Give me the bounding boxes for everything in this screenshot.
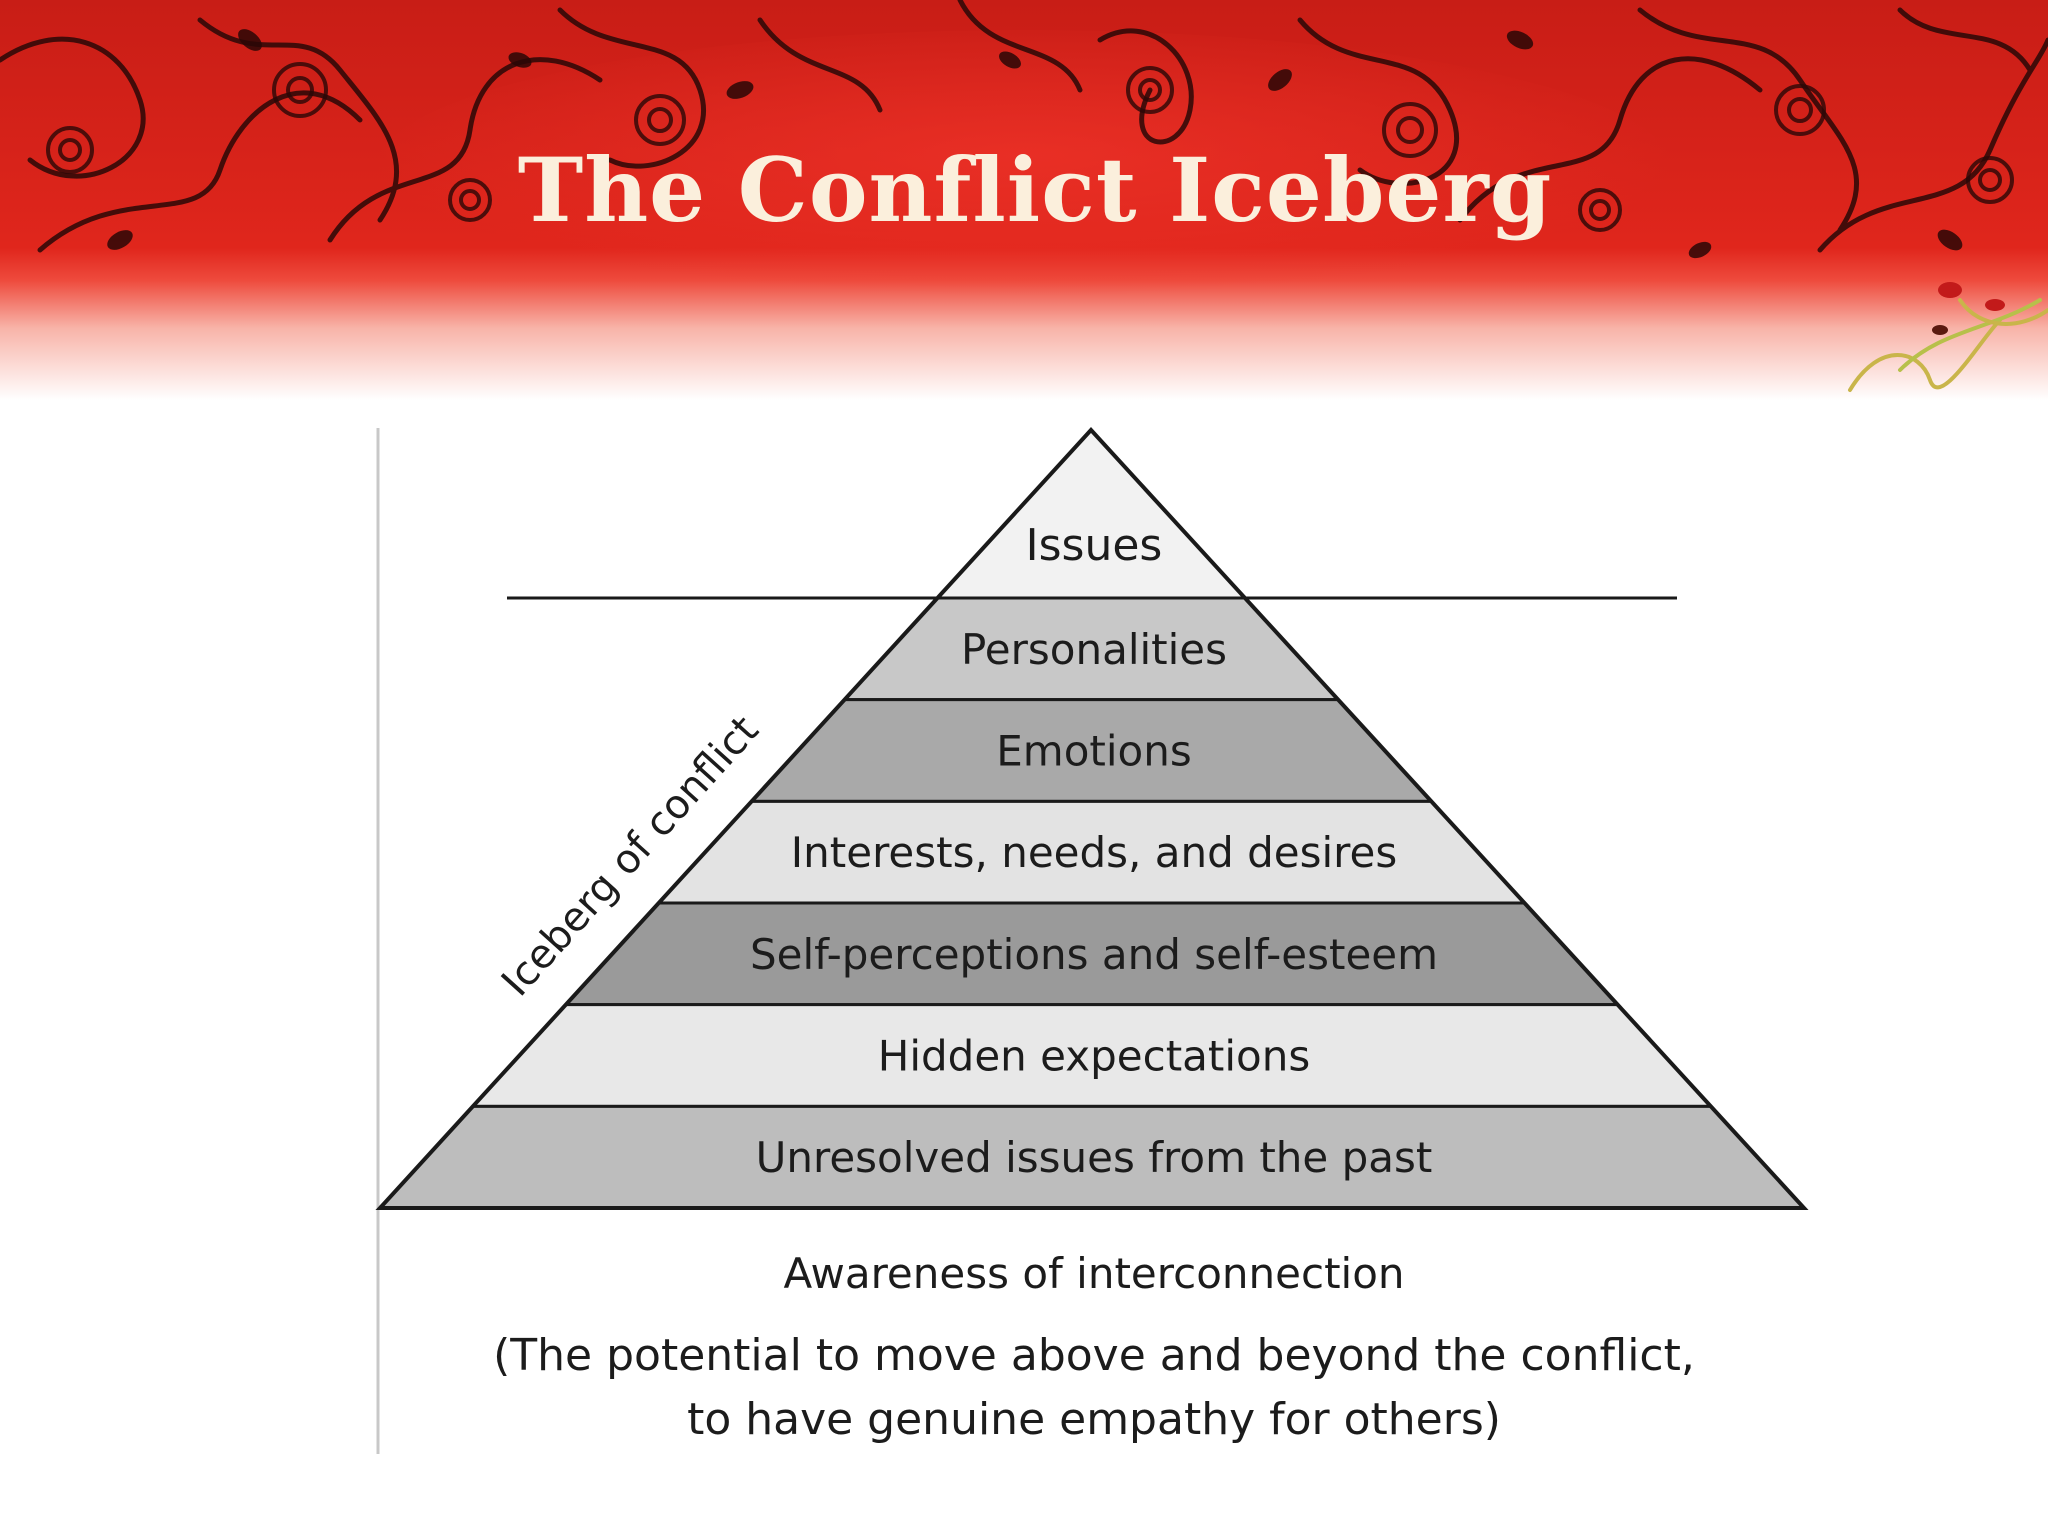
pyramid-layer-label: Self-perceptions and self-esteem <box>750 930 1438 979</box>
pyramid-outline <box>375 427 1809 1210</box>
tip-label: Issues <box>1026 520 1163 571</box>
corner-flourish <box>1848 298 2048 392</box>
pyramid-layer-label: Hidden expectations <box>878 1032 1310 1081</box>
pyramid-layer-label: Interests, needs, and desires <box>791 828 1397 877</box>
pyramid-layer-label: Emotions <box>996 727 1191 776</box>
pyramid-layers <box>376 596 1808 1210</box>
leaf-accents <box>107 29 1963 259</box>
caption-heading: Awareness of interconnection <box>783 1249 1404 1298</box>
pyramid-tip <box>937 430 1247 598</box>
caption-line-2: to have genuine empathy for others) <box>687 1394 1501 1445</box>
slide-title: The Conflict Iceberg <box>517 138 1553 242</box>
pyramid-layer-label: Personalities <box>961 625 1227 674</box>
banner-art <box>0 0 2048 400</box>
pyramid-layer-label: Unresolved issues from the past <box>756 1133 1433 1182</box>
filigree-spirals <box>46 62 2014 232</box>
decorative-banner <box>0 0 2048 400</box>
filigree-ornaments <box>0 0 2048 253</box>
corner-leaves <box>1932 282 2005 335</box>
caption-line-1: (The potential to move above and beyond … <box>493 1330 1695 1381</box>
